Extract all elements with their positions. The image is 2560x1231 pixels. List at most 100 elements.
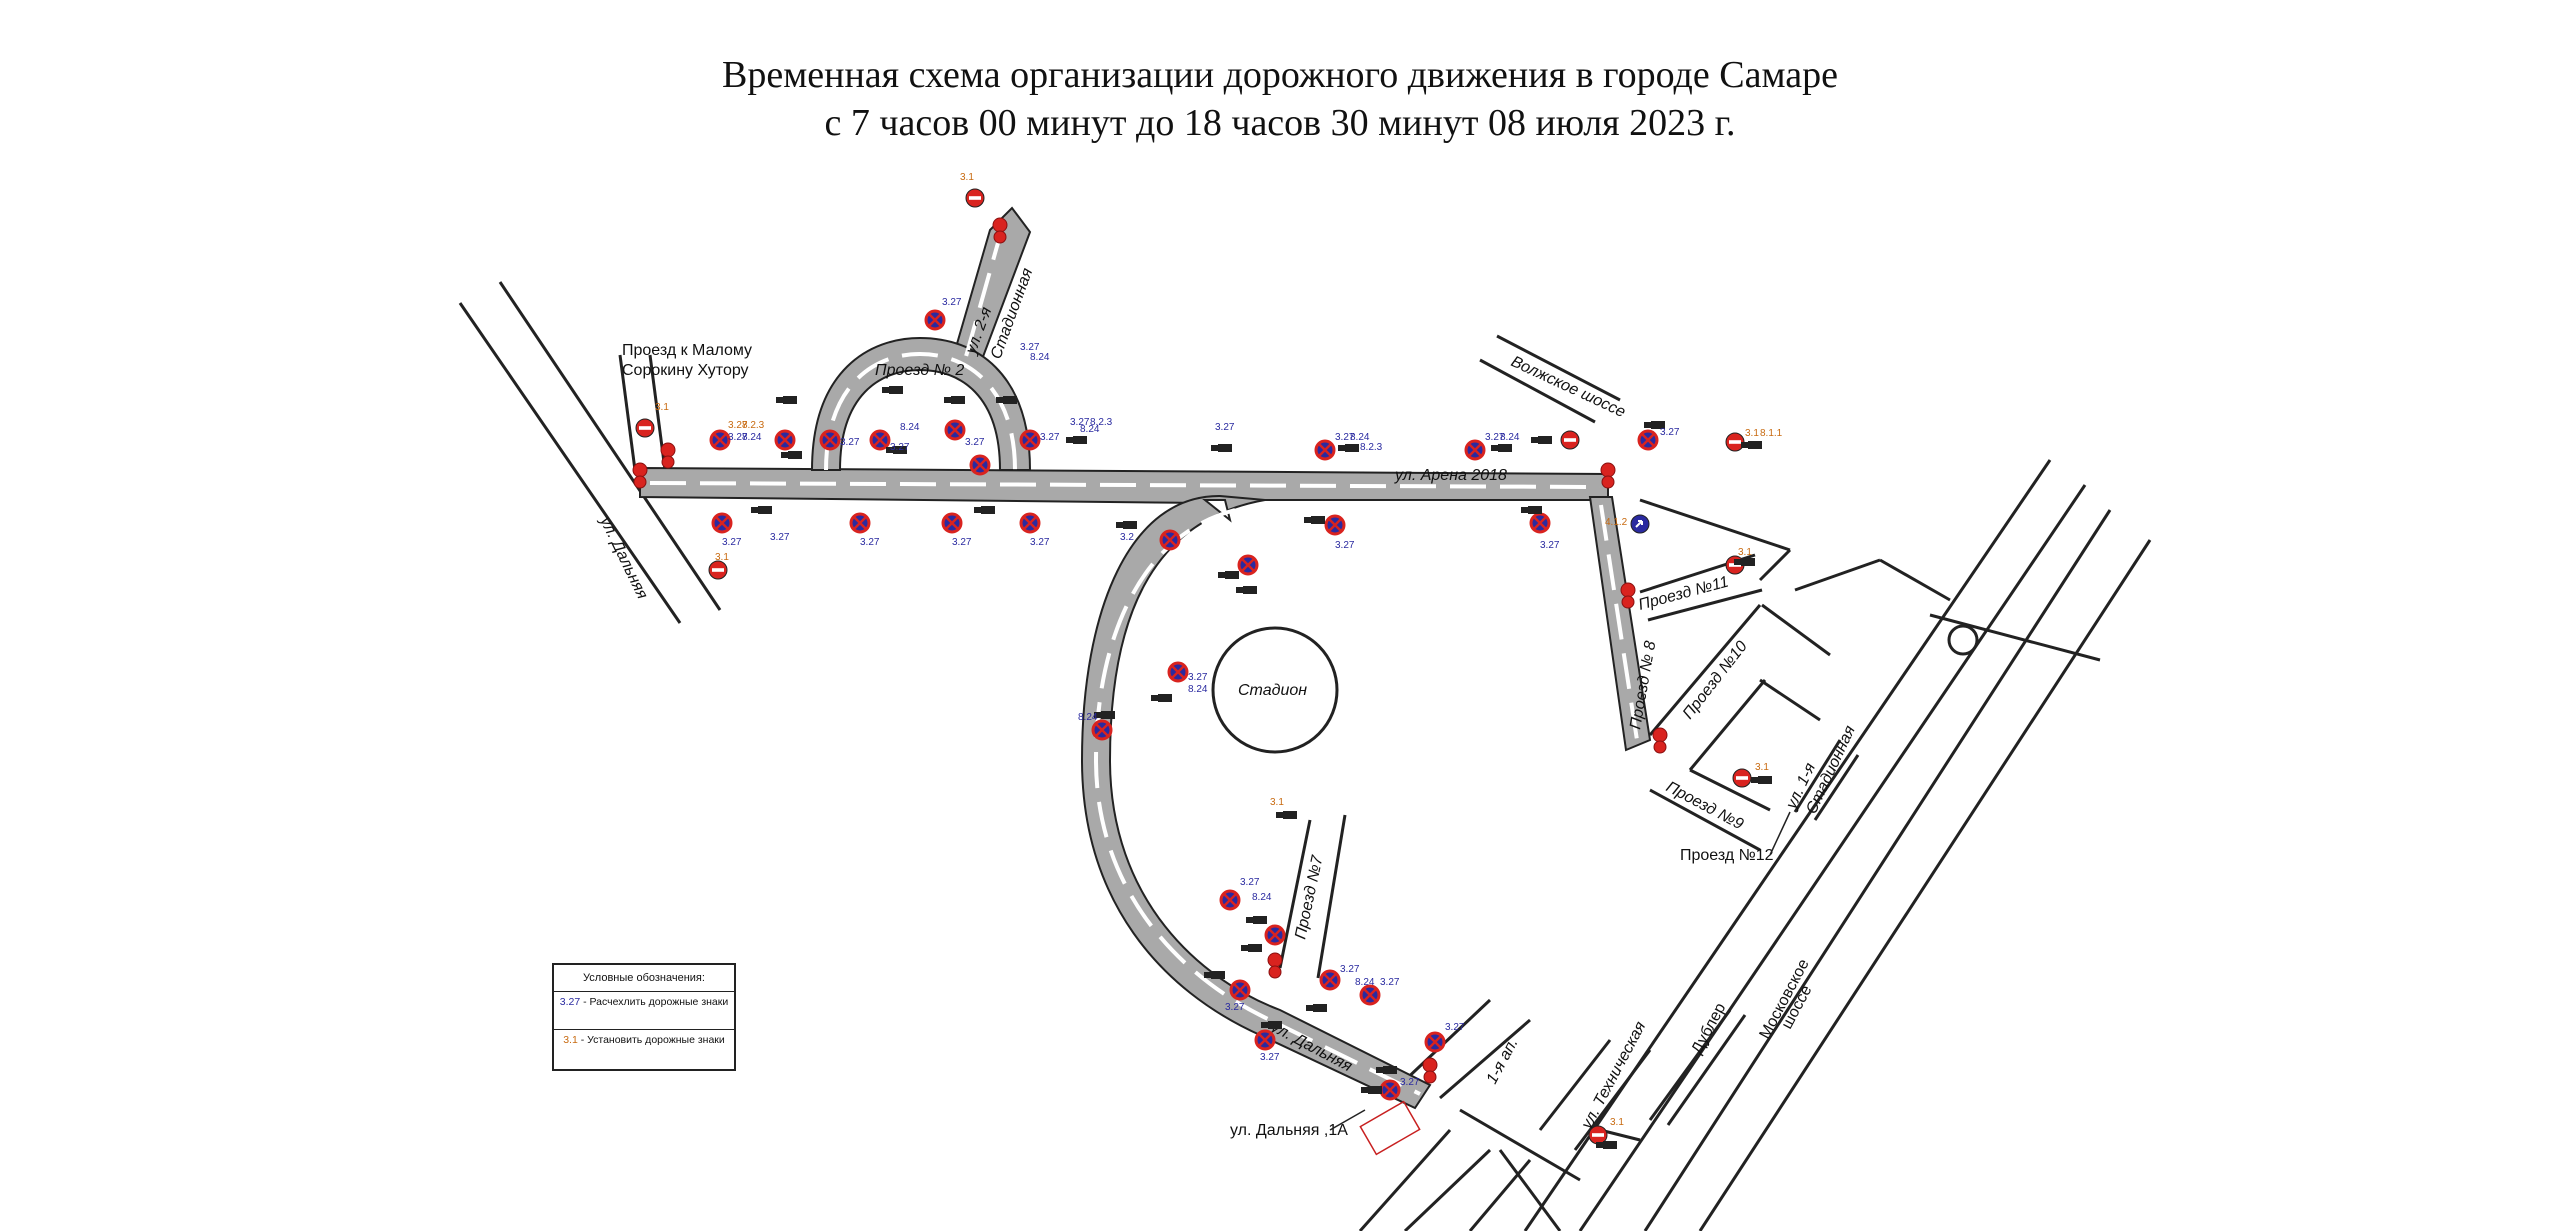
svg-text:3.27: 3.27 xyxy=(942,297,962,308)
map-legend: Условные обозначения: 3.27 - Расчехлить … xyxy=(552,963,736,1071)
svg-text:3.27: 3.27 xyxy=(728,432,748,443)
leader-lines xyxy=(1329,811,1791,1156)
map-title-line2: с 7 часов 00 минут до 18 часов 30 минут … xyxy=(824,102,1736,144)
label-arena: ул. Арена 2018 xyxy=(1394,467,1507,484)
no-stopping-sign-icon xyxy=(1464,439,1486,461)
svg-text:8.24: 8.24 xyxy=(1355,977,1375,988)
label-stadium: Стадион xyxy=(1238,682,1307,699)
legend-text-uncover: - Расчехлить дорожные знаки xyxy=(580,996,729,1008)
legend-header: Условные обозначения: xyxy=(554,965,734,992)
svg-text:3.1: 3.1 xyxy=(1270,797,1284,808)
no-stopping-sign-icon xyxy=(1019,429,1041,451)
svg-text:8.24: 8.24 xyxy=(1080,424,1100,435)
no-stopping-sign-icon xyxy=(819,429,841,451)
barrier-icon xyxy=(1652,727,1668,754)
no-stopping-sign-icon xyxy=(1219,889,1241,911)
svg-text:3.1: 3.1 xyxy=(1738,547,1752,558)
svg-text:3.1: 3.1 xyxy=(1755,762,1769,773)
svg-text:3.27: 3.27 xyxy=(1660,427,1680,438)
road-dalnaya xyxy=(1080,494,1432,1110)
no-entry-signs xyxy=(635,188,1752,1145)
label-proezd2: Проезд № 2 xyxy=(875,362,964,379)
svg-text:3.27: 3.27 xyxy=(1380,977,1400,988)
sign-codes: 3.27 3.27 8.24 8.2.3 3.27 3.27 8.24 3.27… xyxy=(655,172,1783,1128)
svg-text:3.27: 3.27 xyxy=(1335,540,1355,551)
no-entry-sign-icon xyxy=(1732,768,1752,788)
label-proezd12: Проезд №12 xyxy=(1680,847,1774,864)
direction-sign-icon xyxy=(1630,514,1650,534)
svg-text:8.1.1: 8.1.1 xyxy=(1760,428,1783,439)
no-stopping-sign-icon xyxy=(1091,719,1113,741)
svg-text:3.27: 3.27 xyxy=(1225,1002,1245,1013)
no-stopping-sign-icon xyxy=(944,419,966,441)
no-stopping-sign-icon xyxy=(1019,512,1041,534)
svg-text:3.27: 3.27 xyxy=(1260,1052,1280,1063)
legend-row-install: 3.1 - Установить дорожные знаки xyxy=(554,1030,734,1068)
barrier-icon xyxy=(1422,1057,1438,1084)
legend-row-uncover: 3.27 - Расчехлить дорожные знаки xyxy=(554,992,734,1030)
barrier-icon xyxy=(1620,582,1636,609)
svg-text:4.1.2: 4.1.2 xyxy=(1605,517,1628,528)
label-damokratic: ул. Дальняя xyxy=(596,513,651,602)
svg-text:3.27: 3.27 xyxy=(1188,672,1208,683)
no-stopping-sign-icon xyxy=(1637,429,1659,451)
no-stopping-sign-icon xyxy=(941,512,963,534)
svg-text:3.1: 3.1 xyxy=(715,552,729,563)
svg-text:3.27: 3.27 xyxy=(722,537,742,548)
svg-text:3.27: 3.27 xyxy=(1240,877,1260,888)
label-dalnaya-1a: ул. Дальняя ,1А xyxy=(1230,1122,1348,1139)
svg-text:3.27: 3.27 xyxy=(1020,342,1040,353)
svg-text:3.27: 3.27 xyxy=(1030,537,1050,548)
svg-text:3.1: 3.1 xyxy=(655,402,669,413)
no-stopping-sign-icon xyxy=(1229,979,1251,1001)
closed-roads xyxy=(639,206,1652,1110)
label-maly1: Проезд к Малому xyxy=(622,342,752,359)
no-entry-sign-icon xyxy=(708,560,728,580)
no-stopping-sign-icon xyxy=(709,429,731,451)
building-dalnaya-1a xyxy=(1359,1100,1421,1156)
svg-text:8.24: 8.24 xyxy=(1030,352,1050,363)
no-stopping-sign-icon xyxy=(869,429,891,451)
outline-roads xyxy=(458,281,2152,1231)
no-stopping-sign-icon xyxy=(1359,984,1381,1006)
label-maly2: Сорокину Хутору xyxy=(622,362,749,379)
label-volzhskoe: Волжское шоссе xyxy=(1508,353,1628,421)
svg-text:3.1: 3.1 xyxy=(1745,428,1759,439)
no-stopping-sign-icon xyxy=(1324,514,1346,536)
label-proezd9: Проезд №9 xyxy=(1663,779,1746,834)
svg-text:8.24: 8.24 xyxy=(742,432,762,443)
barrier-icon xyxy=(992,217,1008,244)
no-stopping-sign-icon xyxy=(1424,1031,1446,1053)
svg-text:8.2.3: 8.2.3 xyxy=(1360,442,1383,453)
svg-text:8.24: 8.24 xyxy=(1188,684,1208,695)
svg-text:8.24: 8.24 xyxy=(1078,712,1098,723)
svg-text:8.24: 8.24 xyxy=(900,422,920,433)
map-title-line1: Временная схема организации дорожного дв… xyxy=(721,54,1838,96)
svg-text:3.27: 3.27 xyxy=(1340,964,1360,975)
no-entry-sign-icon xyxy=(635,418,655,438)
barrier-icon xyxy=(1600,462,1616,489)
barrier-icon xyxy=(660,442,676,469)
no-entry-sign-icon xyxy=(965,188,985,208)
no-stopping-sign-icon xyxy=(1159,529,1181,551)
no-stopping-sign-icon xyxy=(1167,661,1189,683)
no-stopping-sign-icon xyxy=(1314,439,1336,461)
svg-text:3.27: 3.27 xyxy=(1485,432,1505,443)
label-tekhnicheskaya: ул. Техническая xyxy=(1578,1019,1650,1133)
svg-text:8.24: 8.24 xyxy=(1350,432,1370,443)
svg-text:3.27: 3.27 xyxy=(1445,1022,1465,1033)
label-proezd7: Проезд №7 xyxy=(1292,853,1327,941)
no-stopping-sign-icon xyxy=(1254,1029,1276,1051)
legend-code-uncover: 3.27 xyxy=(559,996,581,1008)
no-stopping-sign-icon xyxy=(1264,924,1286,946)
no-stopping-sign-icon xyxy=(969,454,991,476)
svg-text:8.24: 8.24 xyxy=(1500,432,1520,443)
no-stopping-sign-icon xyxy=(1529,512,1551,534)
barrier-icon xyxy=(632,462,648,489)
svg-text:3.1: 3.1 xyxy=(1610,1117,1624,1128)
legend-text-install: - Установить дорожные знаки xyxy=(577,1034,725,1046)
no-stopping-sign-icon xyxy=(1237,554,1259,576)
no-stopping-sign-icon xyxy=(711,512,733,534)
no-stopping-sign-icon xyxy=(924,309,946,331)
